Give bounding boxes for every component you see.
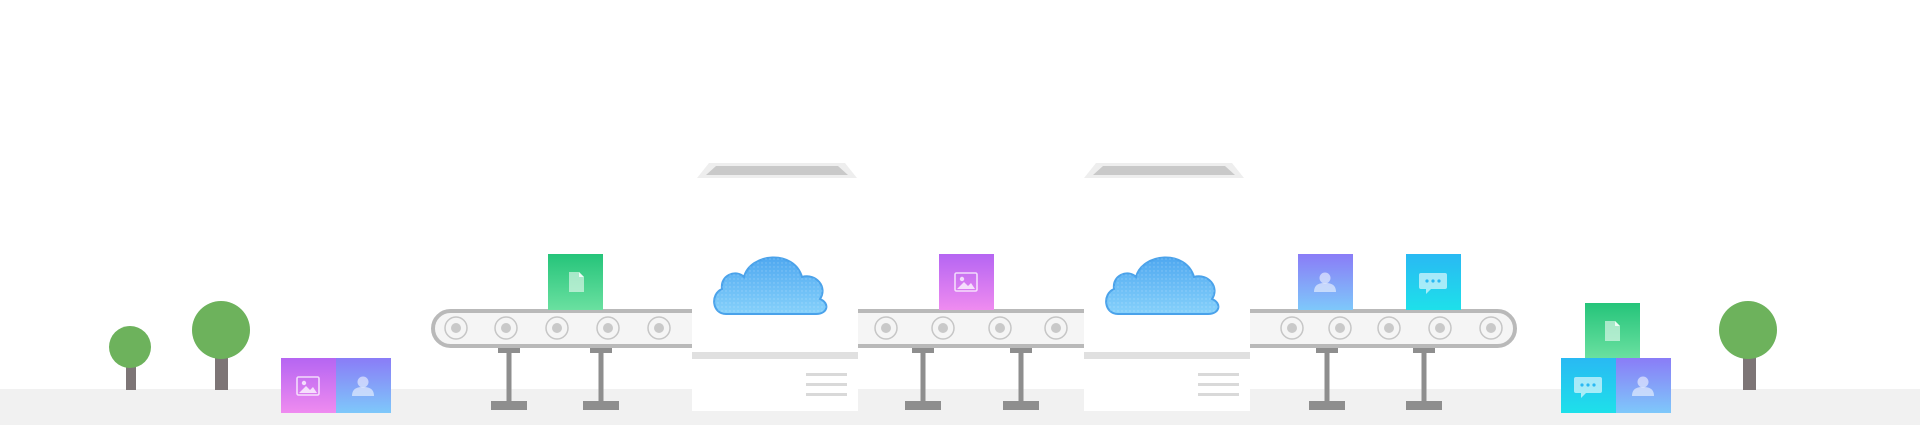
document-box-belt (548, 254, 603, 310)
photo-box-left (281, 358, 336, 413)
tree-large (192, 301, 250, 390)
belt-legs (491, 347, 1442, 410)
contact-box-right (1616, 358, 1671, 413)
message-box-right (1561, 358, 1616, 413)
icloud-machine-1 (692, 163, 858, 411)
tree-right (1719, 301, 1777, 390)
document-box-right (1585, 303, 1640, 358)
contact-box-left (336, 358, 391, 413)
photo-box-belt (939, 254, 994, 310)
contact-box-belt (1298, 254, 1353, 310)
conveyor-belt (431, 309, 1517, 348)
icloud-machine-2 (1084, 163, 1250, 411)
tree-small (109, 326, 151, 390)
message-box-belt (1406, 254, 1461, 310)
